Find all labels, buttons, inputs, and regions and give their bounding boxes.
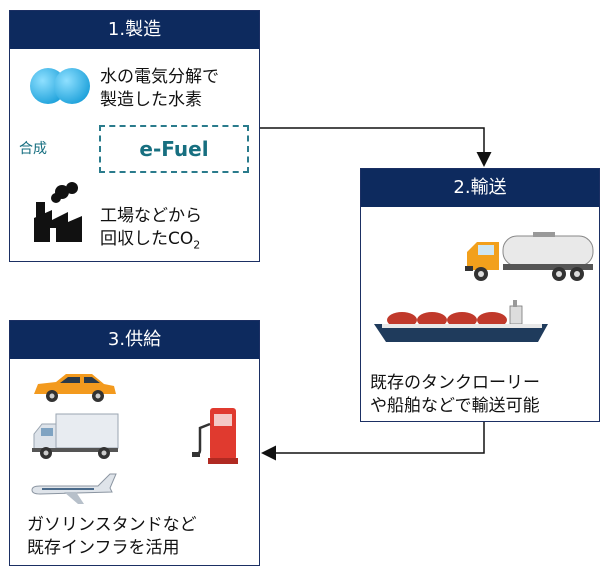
co2-text-line1: 工場などから — [100, 206, 202, 226]
airplane-icon — [31, 473, 117, 504]
tank-truck-icon — [465, 232, 594, 281]
supply-title: 3.供給 — [10, 321, 259, 359]
efuel-box: e-Fuel — [99, 125, 249, 173]
production-title: 1.製造 — [10, 11, 259, 49]
co2-subscript: 2 — [193, 238, 201, 252]
transport-panel: 2.輸送 — [360, 168, 600, 422]
hydrogen-text-line2: 製造した水素 — [100, 90, 202, 110]
efuel-label: e-Fuel — [139, 137, 209, 161]
transport-desc-line1: 既存のタンクローリー — [370, 373, 540, 393]
lng-ship-icon — [374, 300, 548, 342]
car-icon — [34, 374, 116, 402]
hydrogen-molecule-icon — [30, 68, 90, 104]
delivery-truck-icon — [32, 413, 119, 459]
arrow-production-to-transport — [260, 127, 492, 167]
fuel-pump-icon — [192, 408, 238, 464]
factory-icon — [34, 182, 82, 242]
co2-text-line2: 回収したCO2 — [100, 229, 201, 252]
transport-desc-line2: や船舶などで輸送可能 — [370, 396, 540, 416]
synthesis-label: 合成 — [19, 141, 47, 157]
production-panel: 1.製造 — [9, 10, 260, 262]
arrow-transport-to-supply — [261, 422, 485, 461]
supply-desc-line1: ガソリンスタンドなど — [27, 515, 197, 535]
hydrogen-text-line1: 水の電気分解で — [100, 67, 219, 87]
transport-title: 2.輸送 — [361, 169, 599, 207]
supply-desc-line2: 既存インフラを活用 — [27, 538, 180, 558]
